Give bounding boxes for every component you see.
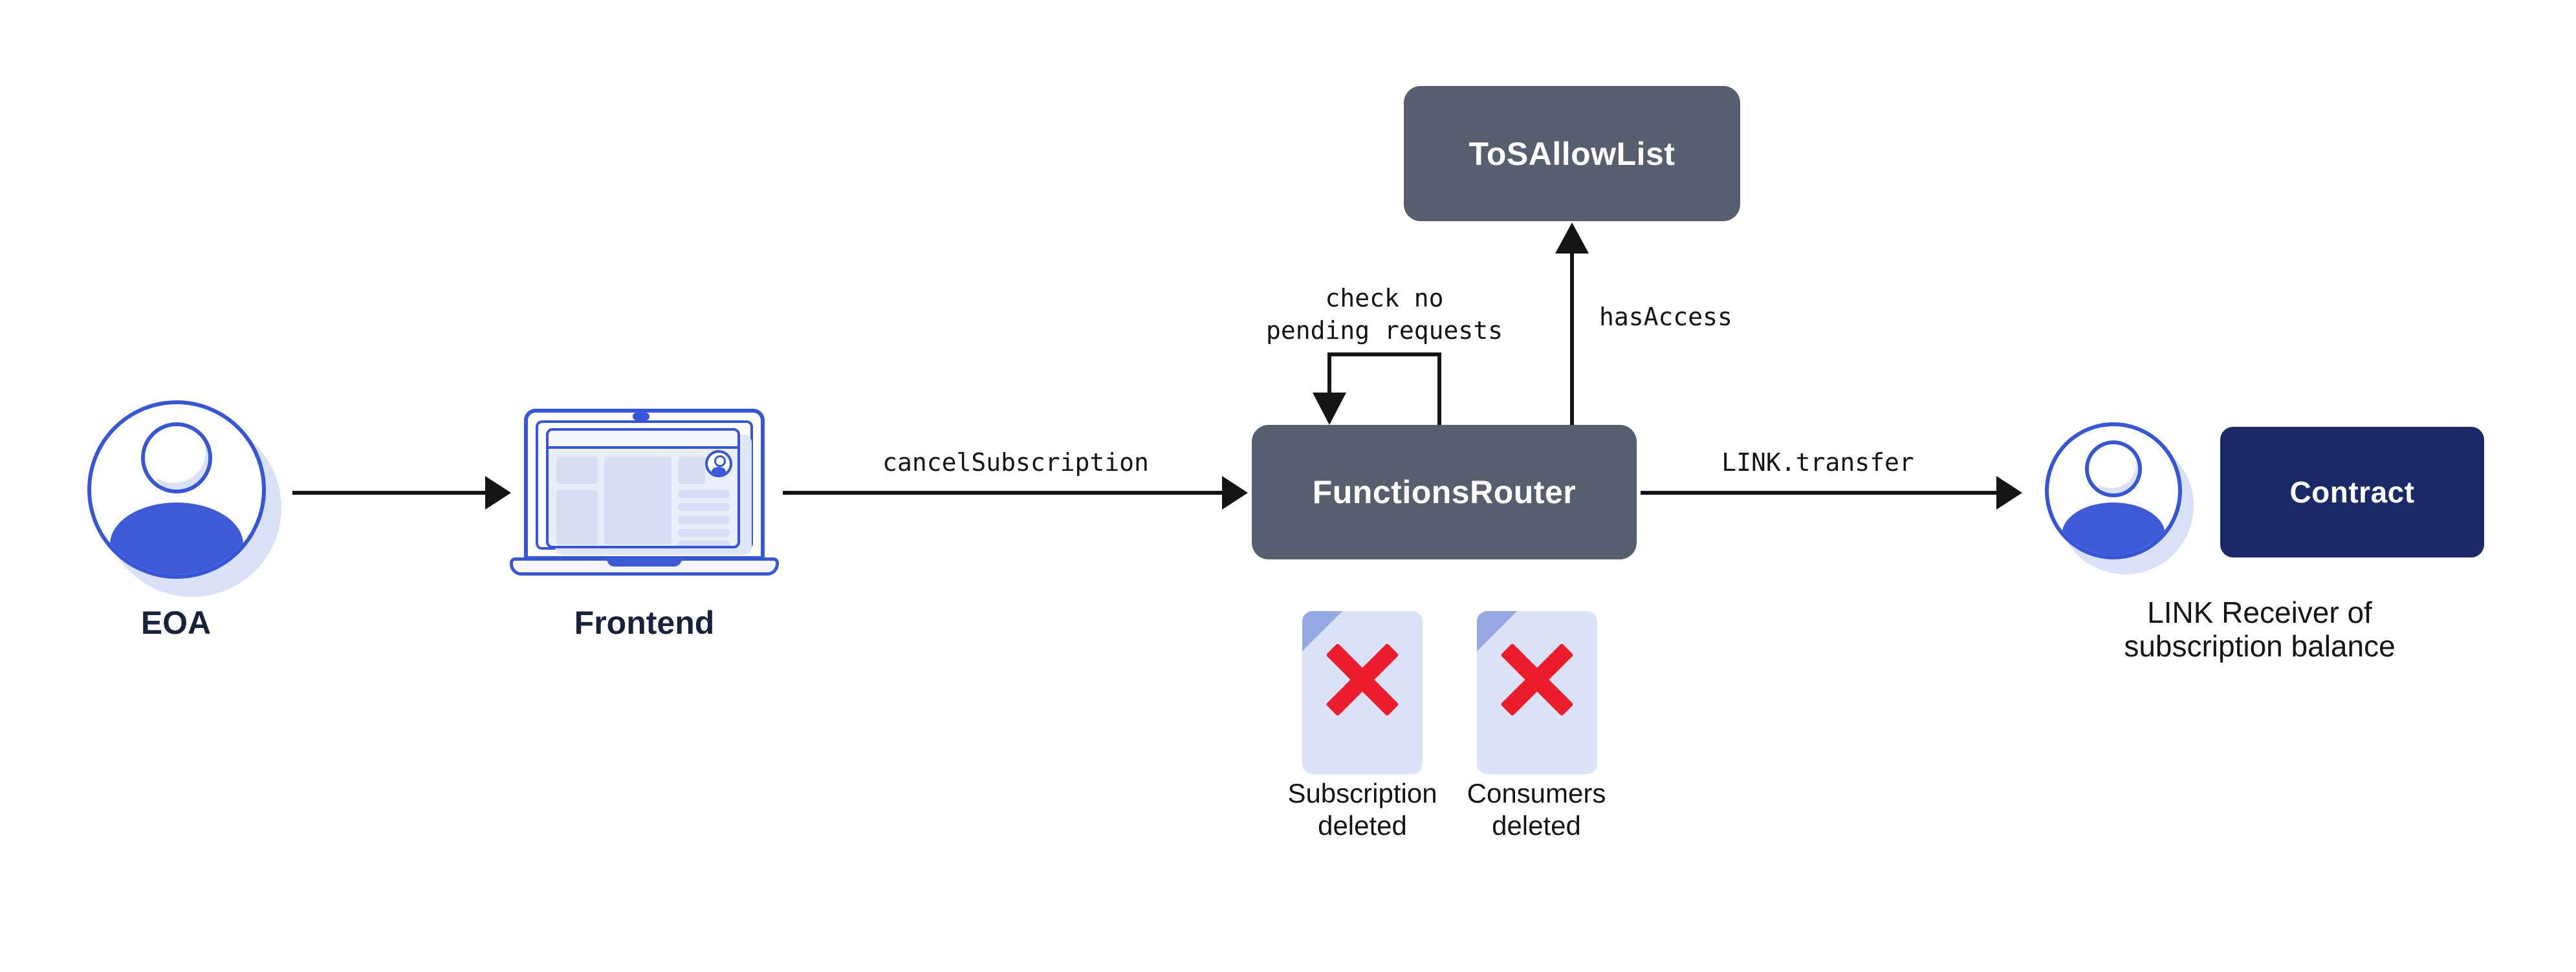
arrow-eoa-frontend-line [292,491,485,495]
self-loop-right-leg [1437,352,1441,425]
person-head-icon [141,422,212,493]
consumers-deleted-doc-icon [1477,611,1597,774]
browser-header-bar [549,431,737,449]
frontend-laptop-icon [510,407,779,576]
content-block [556,457,598,484]
content-block [678,457,705,484]
content-block [604,457,671,545]
person-shoulders-icon [2062,502,2165,556]
head-shade-cover [145,426,206,483]
arrow-link-transfer-head [1996,476,2022,510]
content-line [678,541,730,546]
browser-avatar-icon [705,450,732,477]
self-loop-head [1313,393,1346,425]
subscription-deleted-doc-icon [1302,611,1423,774]
tos-allow-list-box: ToSAllowList [1404,86,1740,221]
has-access-line [1570,254,1574,425]
laptop-camera-icon [633,413,649,420]
person-shoulders-icon [110,502,243,575]
has-access-head [1555,222,1589,254]
self-loop-left-leg [1327,352,1331,393]
laptop-notch [607,557,682,567]
content-line [678,490,730,498]
receiver-avatar-icon [2045,422,2182,559]
content-block [556,490,598,545]
arrow-link-transfer-line [1641,491,1996,495]
cancel-subscription-label: cancelSubscription [882,448,1149,477]
check-loop-line1: check no [1325,284,1444,312]
content-line [678,529,730,537]
subscription-deleted-caption: Subscription deleted [1287,777,1437,842]
consumers-deleted-caption: Consumers deleted [1467,777,1606,842]
has-access-label: hasAccess [1599,303,1732,331]
arrow-cancel-subscription-head [1222,476,1248,510]
caption-line: LINK Receiver of [2147,596,2372,629]
caption-line: Subscription [1287,778,1437,808]
head-shade-cover [2089,444,2136,488]
caption-line: subscription balance [2124,629,2396,663]
caption-line: deleted [1492,810,1581,841]
caption-line: Consumers [1467,778,1606,808]
eoa-avatar-icon [87,400,266,579]
content-line [678,516,730,524]
eoa-label: EOA [140,605,212,641]
link-transfer-label: LINK.transfer [1721,448,1914,477]
arrow-cancel-subscription-line [783,491,1222,495]
content-line [678,503,730,511]
link-receiver-caption: LINK Receiver of subscription balance [2124,596,2395,663]
self-loop-top [1327,352,1441,356]
check-loop-line2: pending requests [1265,316,1503,345]
frontend-label: Frontend [574,605,715,641]
caption-line: deleted [1318,810,1407,841]
arrow-eoa-frontend-head [485,476,511,510]
check-loop-label: check no pending requests [1266,282,1503,347]
contract-box: Contract [2220,427,2484,557]
person-head-icon [2085,440,2142,497]
functions-router-box: FunctionsRouter [1252,425,1637,559]
chip-head [714,455,726,467]
browser-window-icon [546,428,740,548]
chip-shoulders [712,467,726,475]
